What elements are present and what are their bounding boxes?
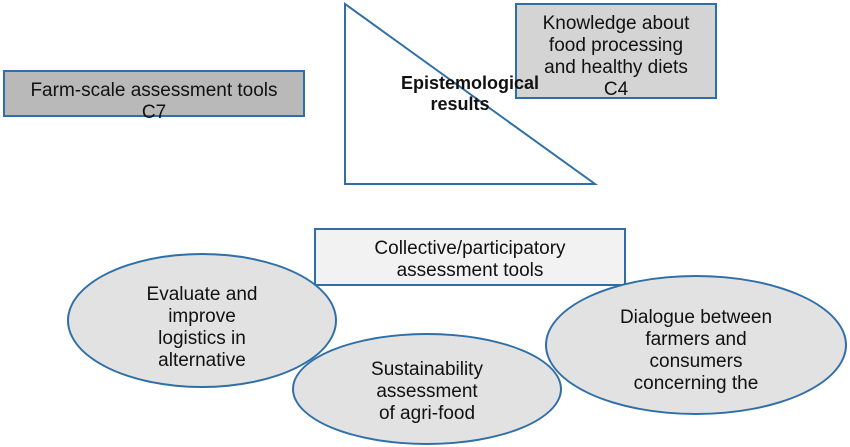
sustainability-line2: assessment — [376, 381, 478, 402]
evaluate-line2: improve — [168, 306, 236, 327]
knowledge-line1: Knowledge about — [542, 13, 690, 34]
farm-scale-line2: C7 — [141, 102, 167, 123]
dialogue-line3: consumers — [649, 351, 743, 372]
sustainability-ellipse: Sustainability assessment of agri-food — [292, 333, 562, 445]
evaluate-logistics-ellipse: Evaluate and improve logistics in altern… — [67, 253, 337, 388]
epistemological-line1: Epistemological — [400, 73, 540, 93]
sustainability-line1: Sustainability — [371, 359, 483, 380]
farm-scale-tools-box: Farm-scale assessment tools C7 — [3, 70, 305, 123]
sustainability-line3: of agri-food — [378, 403, 476, 424]
dialogue-ellipse: Dialogue between farmers and consumers c… — [545, 275, 847, 415]
evaluate-line3: logistics in — [158, 328, 246, 349]
evaluate-line1: Evaluate and — [146, 284, 258, 305]
dialogue-line4: concerning the — [633, 373, 759, 394]
knowledge-box: Knowledge about food processing and heal… — [515, 3, 717, 100]
epistemological-line2: results — [430, 94, 490, 114]
knowledge-line4: C4 — [603, 79, 629, 100]
farm-scale-line1: Farm-scale assessment tools — [30, 80, 278, 101]
knowledge-line2: food processing — [548, 35, 684, 56]
evaluate-line4: alternative — [158, 350, 246, 371]
collective-line1: Collective/participatory — [374, 238, 566, 259]
collective-line2: assessment tools — [396, 260, 544, 281]
dialogue-line1: Dialogue between — [619, 307, 773, 328]
knowledge-line3: and healthy diets — [544, 57, 688, 78]
collective-tools-box: Collective/participatory assessment tool… — [314, 228, 626, 286]
dialogue-line2: farmers and — [645, 329, 747, 350]
epistemological-label: Epistemological results — [380, 73, 560, 115]
